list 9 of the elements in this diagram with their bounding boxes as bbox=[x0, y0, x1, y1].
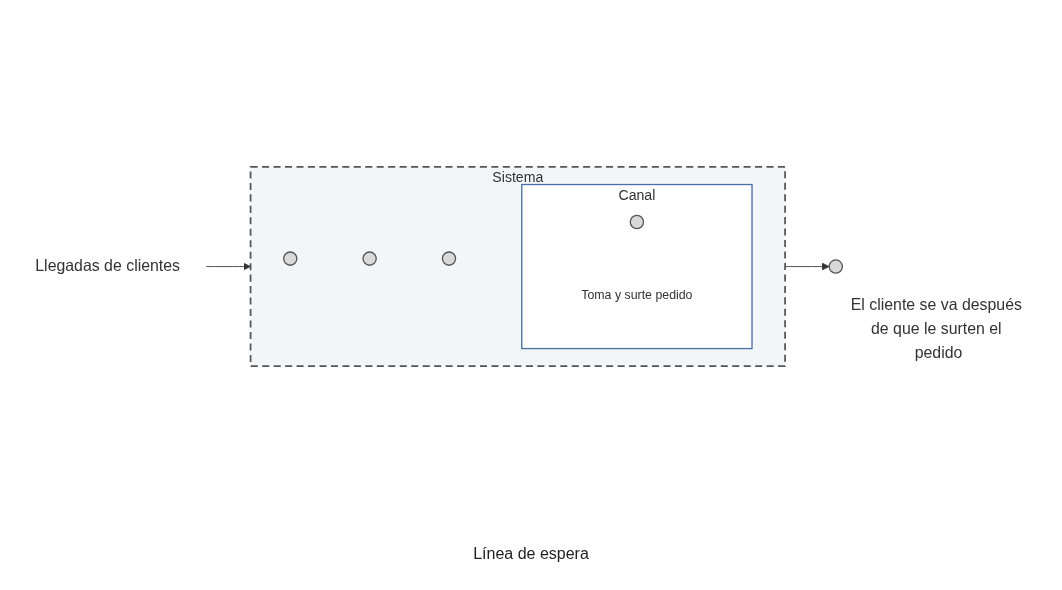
node-label: El cliente se va después de que le surten el pedido bbox=[850, 296, 1022, 362]
node-circle bbox=[828, 259, 844, 274]
node-circle bbox=[362, 251, 377, 266]
node-text: Llegadas de clientes bbox=[35, 257, 181, 275]
label-text: Línea de espera bbox=[472, 545, 590, 562]
node-circle bbox=[629, 214, 645, 230]
node-circle bbox=[282, 251, 298, 266]
cluster: Canal Toma y surte pedido bbox=[521, 183, 753, 350]
node-circle bbox=[441, 251, 457, 266]
